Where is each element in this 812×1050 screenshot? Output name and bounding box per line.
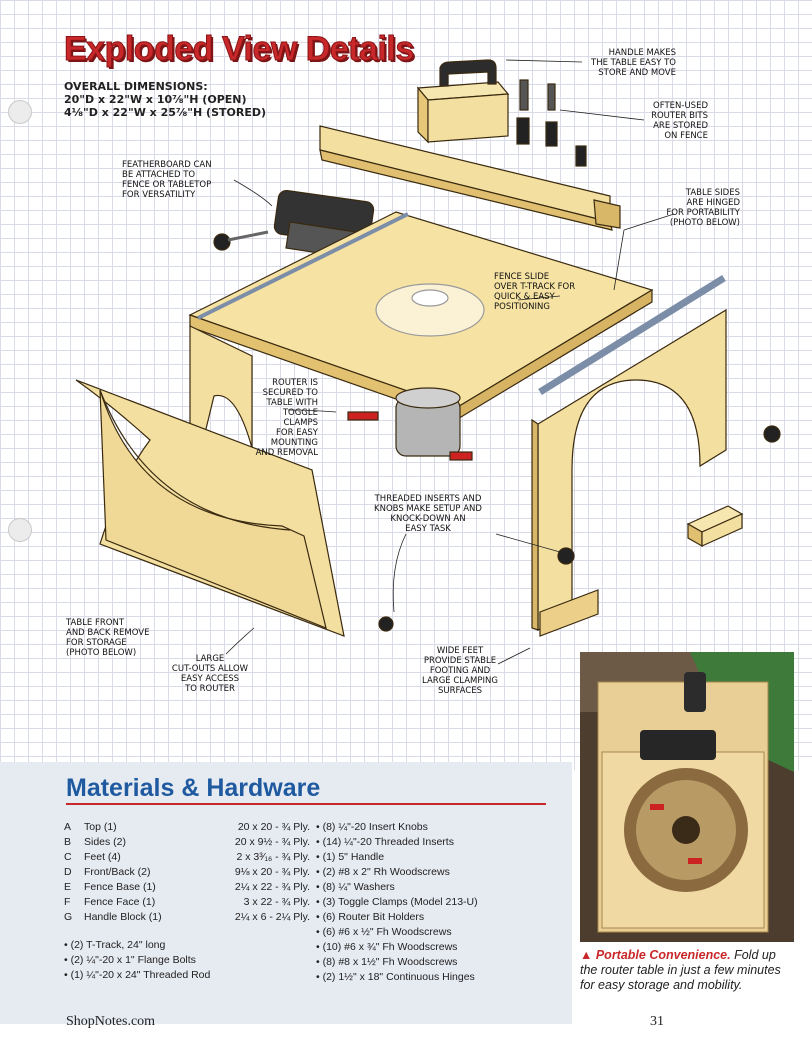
portable-table-photo <box>580 652 794 942</box>
hardware-item: • (2) 1½" x 18" Continuous Hinges <box>316 971 475 983</box>
materials-panel <box>0 762 572 1024</box>
hardware-item: • (8) #8 x 1½" Fh Woodscrews <box>316 956 458 968</box>
hardware-item: • (2) T-Track, 24" long <box>64 939 166 951</box>
dimensions-heading: OVERALL DIMENSIONS: <box>64 80 208 93</box>
hardware-item: • (3) Toggle Clamps (Model 213-U) <box>316 896 478 908</box>
photo-illustration <box>580 652 794 942</box>
hardware-item: • (6) Router Bit Holders <box>316 911 425 923</box>
featherboard <box>213 189 375 259</box>
knob <box>378 616 394 632</box>
page-number: 31 <box>650 1014 664 1029</box>
photo-caption: ▲ Portable Convenience. Fold up the rout… <box>580 948 796 993</box>
hardware-item: • (2) #8 x 2" Rh Woodscrews <box>316 866 450 878</box>
hardware-list-left: • (2) T-Track, 24" long • (2) ¼"-20 x 1"… <box>64 938 210 983</box>
fence-end <box>593 199 621 229</box>
foot-right <box>539 589 599 637</box>
hardware-item: • (6) #6 x ½" Fh Woodscrews <box>316 926 452 938</box>
knob <box>763 425 781 443</box>
fence-bottom <box>319 149 613 231</box>
t-track-top <box>197 212 409 320</box>
hardware-item: • (8) ¼"-20 Insert Knobs <box>316 821 428 833</box>
caption-lead: ▲ Portable Convenience. <box>580 948 731 962</box>
binder-hole <box>8 518 32 542</box>
knob <box>557 547 575 565</box>
router <box>347 283 485 461</box>
overall-dimensions: OVERALL DIMENSIONS: 20"D x 22"W x 10⅞"H … <box>64 80 266 119</box>
footer-site: ShopNotes.com <box>66 1014 156 1029</box>
table-side-right <box>537 308 727 632</box>
hardware-item: • (14) ¼"-20 Threaded Inserts <box>316 836 454 848</box>
hardware-item: • (1) ¼"-20 x 24" Threaded Rod <box>64 969 211 981</box>
hardware-item: • (8) ¼" Washers <box>316 881 395 893</box>
binder-hole <box>8 100 32 124</box>
materials-title: Materials & Hardware <box>66 774 321 802</box>
dimensions-open: 20"D x 22"W x 10⅞"H (OPEN) <box>64 93 247 106</box>
dimensions-stored: 4⅛"D x 22"W x 25⅞"H (STORED) <box>64 106 266 119</box>
t-track-side <box>538 275 726 395</box>
handle-block-face <box>427 93 509 143</box>
hardware-item: • (1) 5" Handle <box>316 851 385 863</box>
page-title: Exploded View Details <box>64 30 415 69</box>
hardware-item: • (10) #6 x ¾" Fh Woodscrews <box>316 941 458 953</box>
exploded-view-illustration <box>75 59 781 665</box>
router-bits <box>516 79 587 167</box>
hardware-list-right: • (8) ¼"-20 Insert Knobs • (14) ¼"-20 Th… <box>316 820 478 985</box>
materials-divider <box>66 803 546 805</box>
hardware-item: • (2) ¼"-20 x 1" Flange Bolts <box>64 954 196 966</box>
caption-text: Fold up the router table in just a few m… <box>580 948 781 992</box>
handle <box>439 59 497 87</box>
